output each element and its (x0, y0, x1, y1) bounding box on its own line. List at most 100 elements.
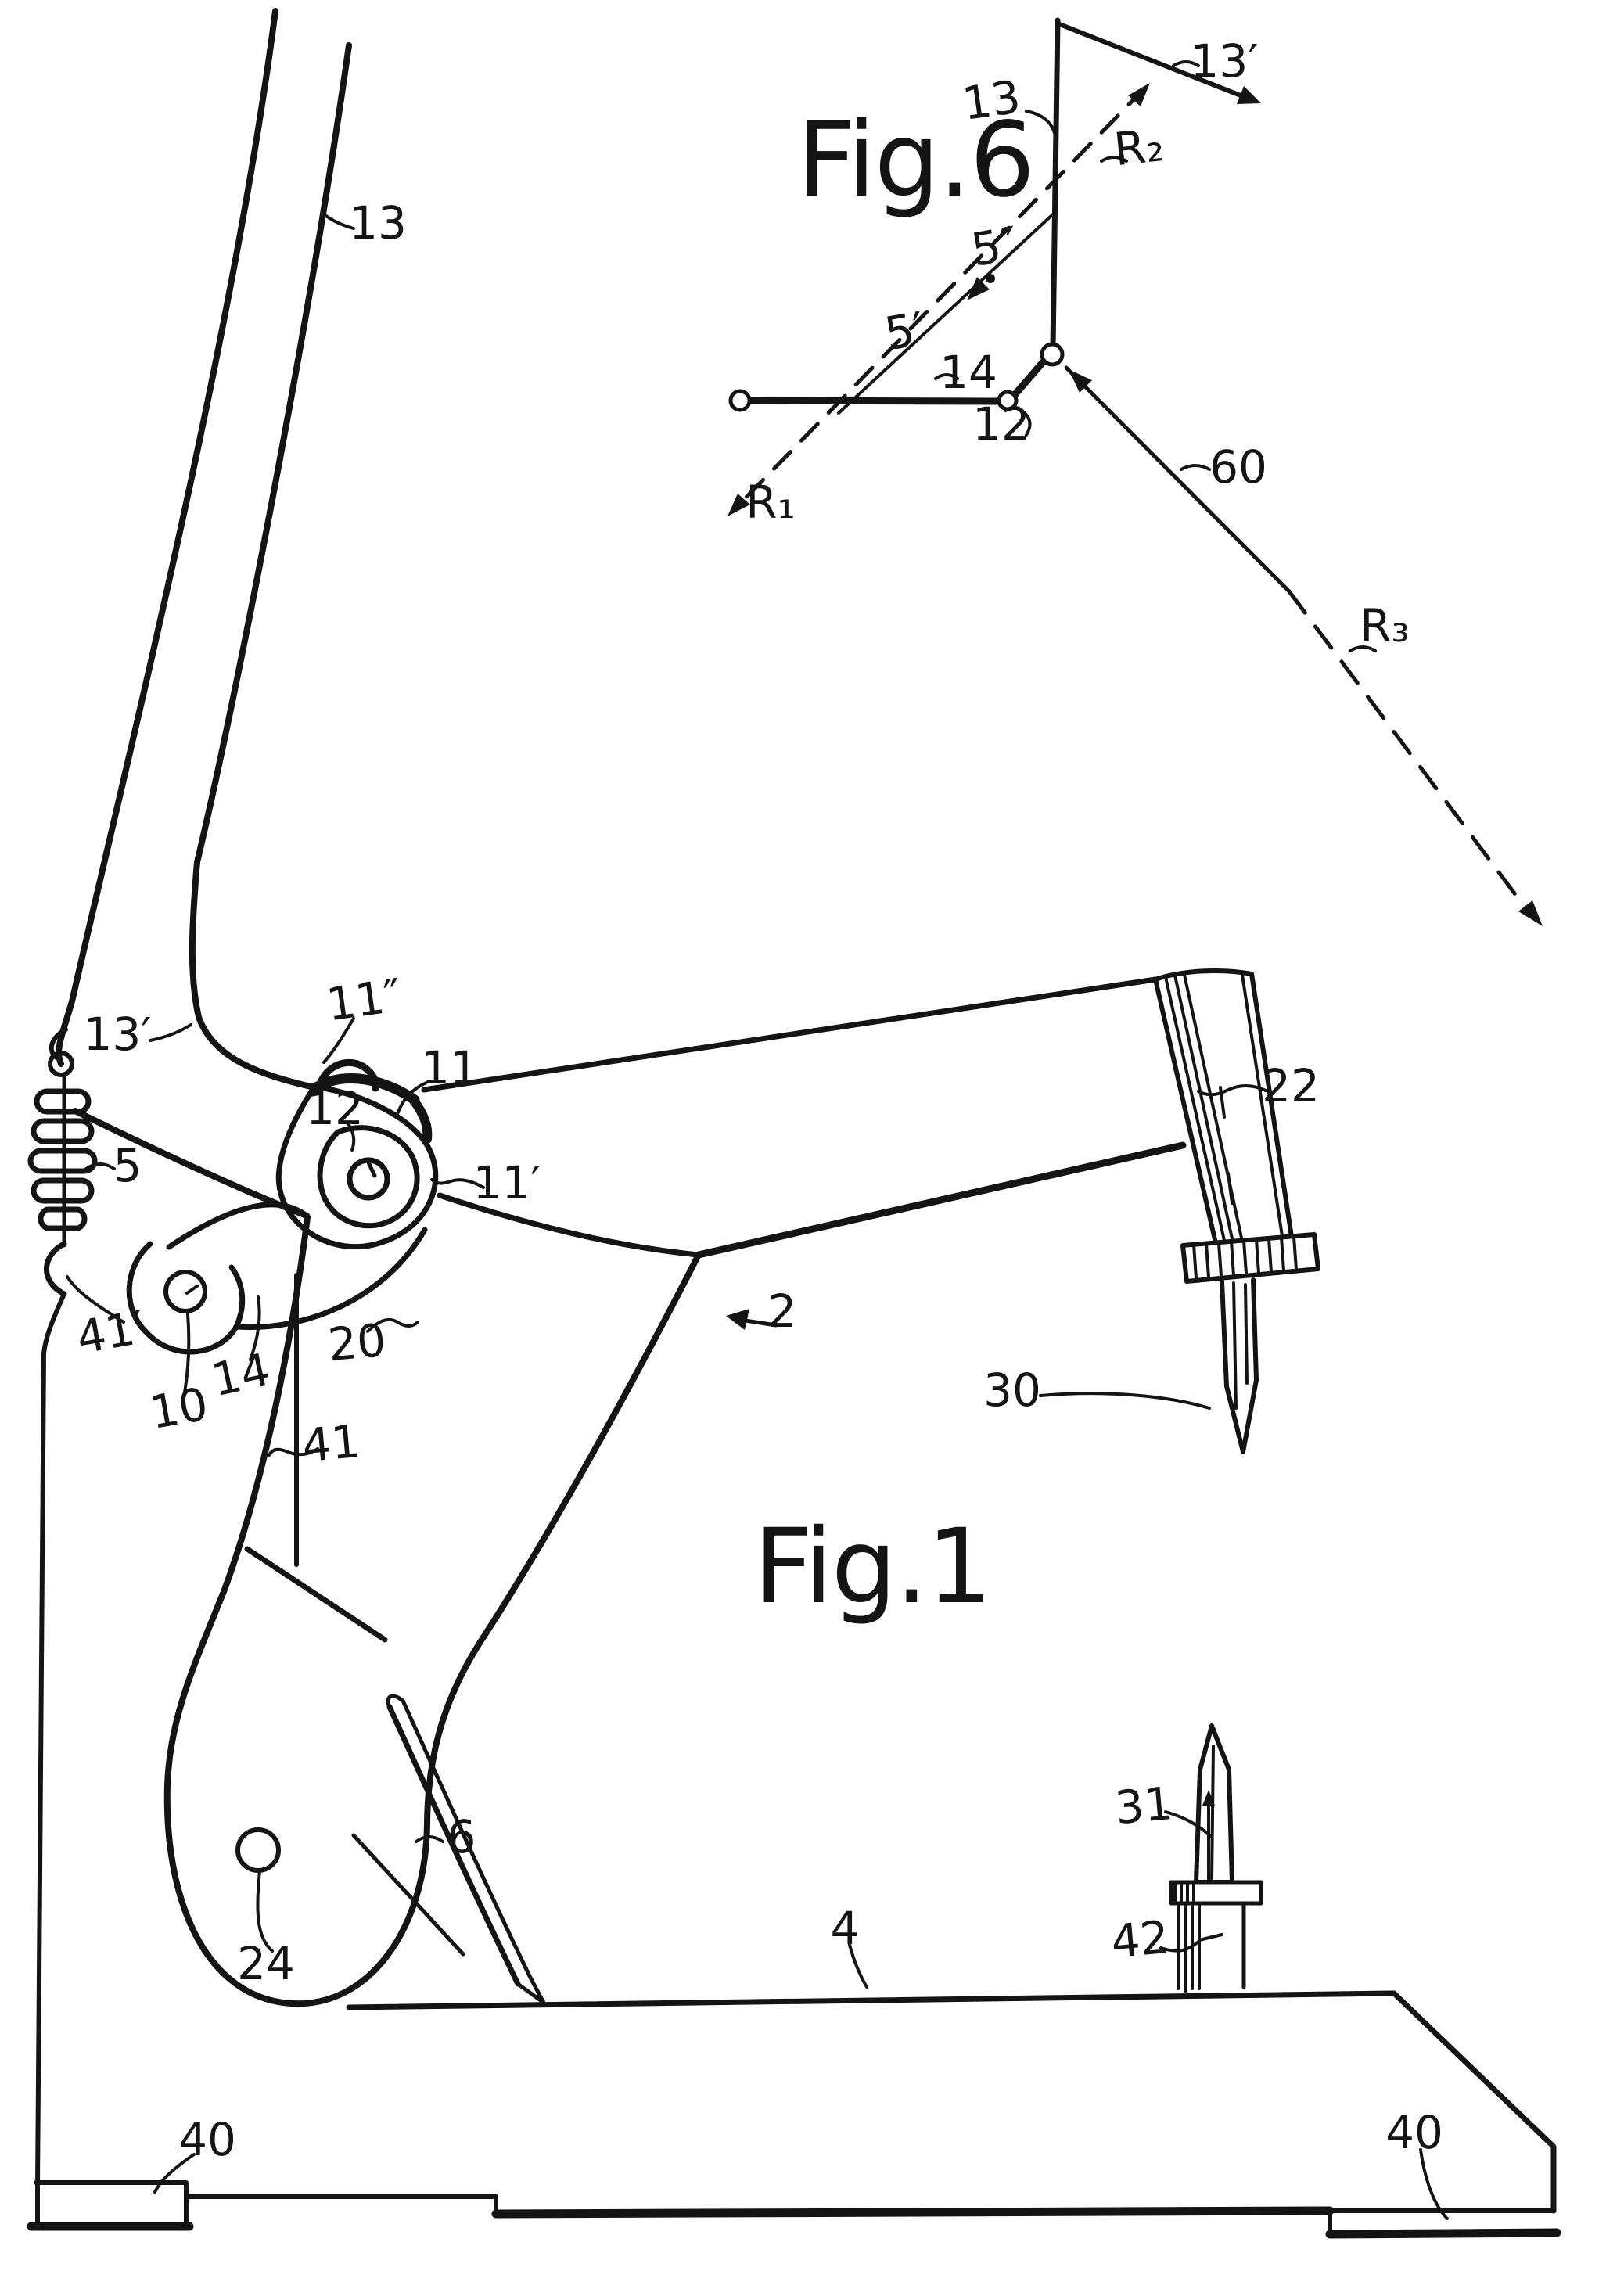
fig6-link-14-knee (1010, 358, 1047, 400)
ref-fig6-r1: R₁ (746, 476, 796, 529)
spring-top-ring (48, 1051, 74, 1077)
arm-2-bottom-edge (695, 1141, 1187, 1259)
ref-fig1-2: 2 (768, 1285, 797, 1338)
holder-22-hatch (1173, 974, 1236, 1251)
holder-22-right-edge (1249, 972, 1295, 1249)
head-right-dark-edge-11prime (409, 1096, 433, 1144)
fig6-line-60-solid (1064, 365, 1292, 594)
pivot-hole-tick (366, 1160, 377, 1178)
head-kidney-inner (317, 1125, 420, 1229)
leader-6 (415, 1835, 444, 1843)
leader-11doubleprime (322, 1017, 355, 1064)
foot-6-outer-curve (386, 1704, 521, 1987)
leader-14 (249, 1295, 261, 1361)
ref-fig1-41prime: 41′ (73, 1300, 149, 1364)
leader-13 (322, 213, 355, 230)
ref-fig6-60: 60 (1209, 440, 1267, 494)
lever-13-right-edge (189, 42, 352, 1091)
leader-41prime (66, 1275, 125, 1324)
base-right-foot-bottom-40 (1325, 2228, 1561, 2239)
spring-coil (31, 1177, 95, 1204)
head-ear-11doubleprime (315, 1058, 379, 1092)
reference-numerals: Fig.6 13 13′ R₂ 5″ 5′ 14 12 R₁ 60 R₃ Fig… (73, 34, 1443, 2166)
link-14-upper-edge (166, 1202, 310, 1250)
holder-22-left-edge (1153, 977, 1220, 1256)
leader-5 (84, 1162, 116, 1170)
leader-41 (268, 1447, 319, 1457)
pivot-hole-12 (347, 1157, 390, 1201)
leader-31 (1164, 1810, 1213, 1838)
lever-13-left-edge (56, 8, 278, 1067)
fig6-tilde-13prime (1172, 60, 1200, 67)
ref-fig1-20: 20 (326, 1313, 388, 1371)
leader-11prime (430, 1178, 485, 1189)
lower-arm-seam (244, 1546, 388, 1643)
leader-4 (848, 1943, 868, 1989)
holder-22-mid-dash (1227, 1172, 1234, 1205)
ref-fig6-5prime: 5′ (881, 301, 929, 361)
fig6-tilde-r3 (1349, 645, 1377, 652)
base-4-top-surface (346, 1990, 1397, 2010)
ref-fig1-10: 10 (146, 1377, 211, 1439)
spike-mount-plate (1169, 1880, 1263, 1906)
leader-10 (183, 1313, 191, 1394)
ref-fig1-40-left: 40 (178, 2113, 236, 2166)
fig6-line-60-dashed-r3 (1287, 589, 1526, 908)
frame-left-rod (35, 1292, 66, 2187)
ref-fig6-12: 12 (972, 397, 1030, 451)
fig6-leader-13 (1025, 110, 1056, 135)
fig6-pivot-12-circle (997, 390, 1019, 411)
spring-coil (27, 1148, 98, 1174)
leader-11 (396, 1081, 428, 1116)
holder-22-hatch (1164, 976, 1228, 1252)
spike-plate-hatch (1173, 1881, 1195, 1905)
spike-31-inner-line (1210, 1745, 1215, 1884)
fig1-title: Fig.1 (754, 1507, 991, 1627)
fig6-tilde-r2 (1100, 156, 1128, 163)
ref-fig1-30: 30 (983, 1364, 1041, 1417)
ref-fig6-13: 13 (959, 70, 1024, 131)
ref-fig1-5: 5 (113, 1139, 142, 1192)
ref-fig1-11: 11 (421, 1041, 479, 1094)
fig6-arrowhead-60-junction (1069, 369, 1092, 393)
ref-fig1-13prime: 13′ (84, 1008, 152, 1061)
ref-fig6-5doubleprime: 5″ (968, 217, 1022, 277)
ref-fig1-41: 41 (300, 1414, 362, 1472)
foot-6-tip (516, 1975, 546, 2005)
fig6-arrowhead-r2 (1128, 83, 1150, 106)
lever-13-lower-edge (72, 1108, 310, 1219)
ref-fig1-40-right: 40 (1385, 2106, 1443, 2159)
fig6-arrowhead-r1 (728, 494, 750, 516)
fig6-link-13-line (1050, 17, 1061, 350)
fig1-drawing (27, 8, 1561, 2239)
fig6-curl-12 (1023, 411, 1032, 437)
fig6-arrowhead-13prime (1237, 86, 1261, 104)
ref-fig1-11doubleprime: 11″ (323, 968, 404, 1032)
ref-fig1-14: 14 (207, 1343, 275, 1407)
ref-fig1-31: 31 (1113, 1777, 1175, 1834)
fig6-dashed-line-r1-r2 (730, 85, 1148, 514)
ref-fig1-13: 13 (349, 196, 407, 250)
pivot-hole-10 (163, 1270, 207, 1313)
spring-coil (38, 1206, 88, 1231)
fig6-tilde-14 (934, 373, 959, 380)
arrowhead-2 (726, 1309, 749, 1330)
foot-6-top-cap (386, 1694, 405, 1709)
ref-fig1-6: 6 (447, 1810, 476, 1863)
spike-31-arrowhead (1202, 1790, 1215, 1806)
holder-collar-hatch (1192, 1235, 1298, 1280)
shaft-42-lines (1177, 1902, 1201, 1993)
leader-22 (1197, 1084, 1267, 1097)
fig6-pivot-left-circle (728, 389, 752, 412)
fig6-arrowhead-r3 (1518, 900, 1543, 926)
fig6-pivot-junction-circle (1040, 342, 1065, 367)
arm-2-elbow-edge (437, 1192, 702, 1258)
boss-10-lobe (126, 1241, 246, 1355)
shaft-42-tick (1198, 1933, 1223, 1942)
ref-fig1-24: 24 (237, 1937, 295, 1990)
leader-20 (366, 1318, 419, 1333)
ref-fig1-42: 42 (1109, 1910, 1171, 1968)
leader-24 (256, 1870, 274, 1953)
ref-fig1-4: 4 (831, 1902, 860, 1955)
